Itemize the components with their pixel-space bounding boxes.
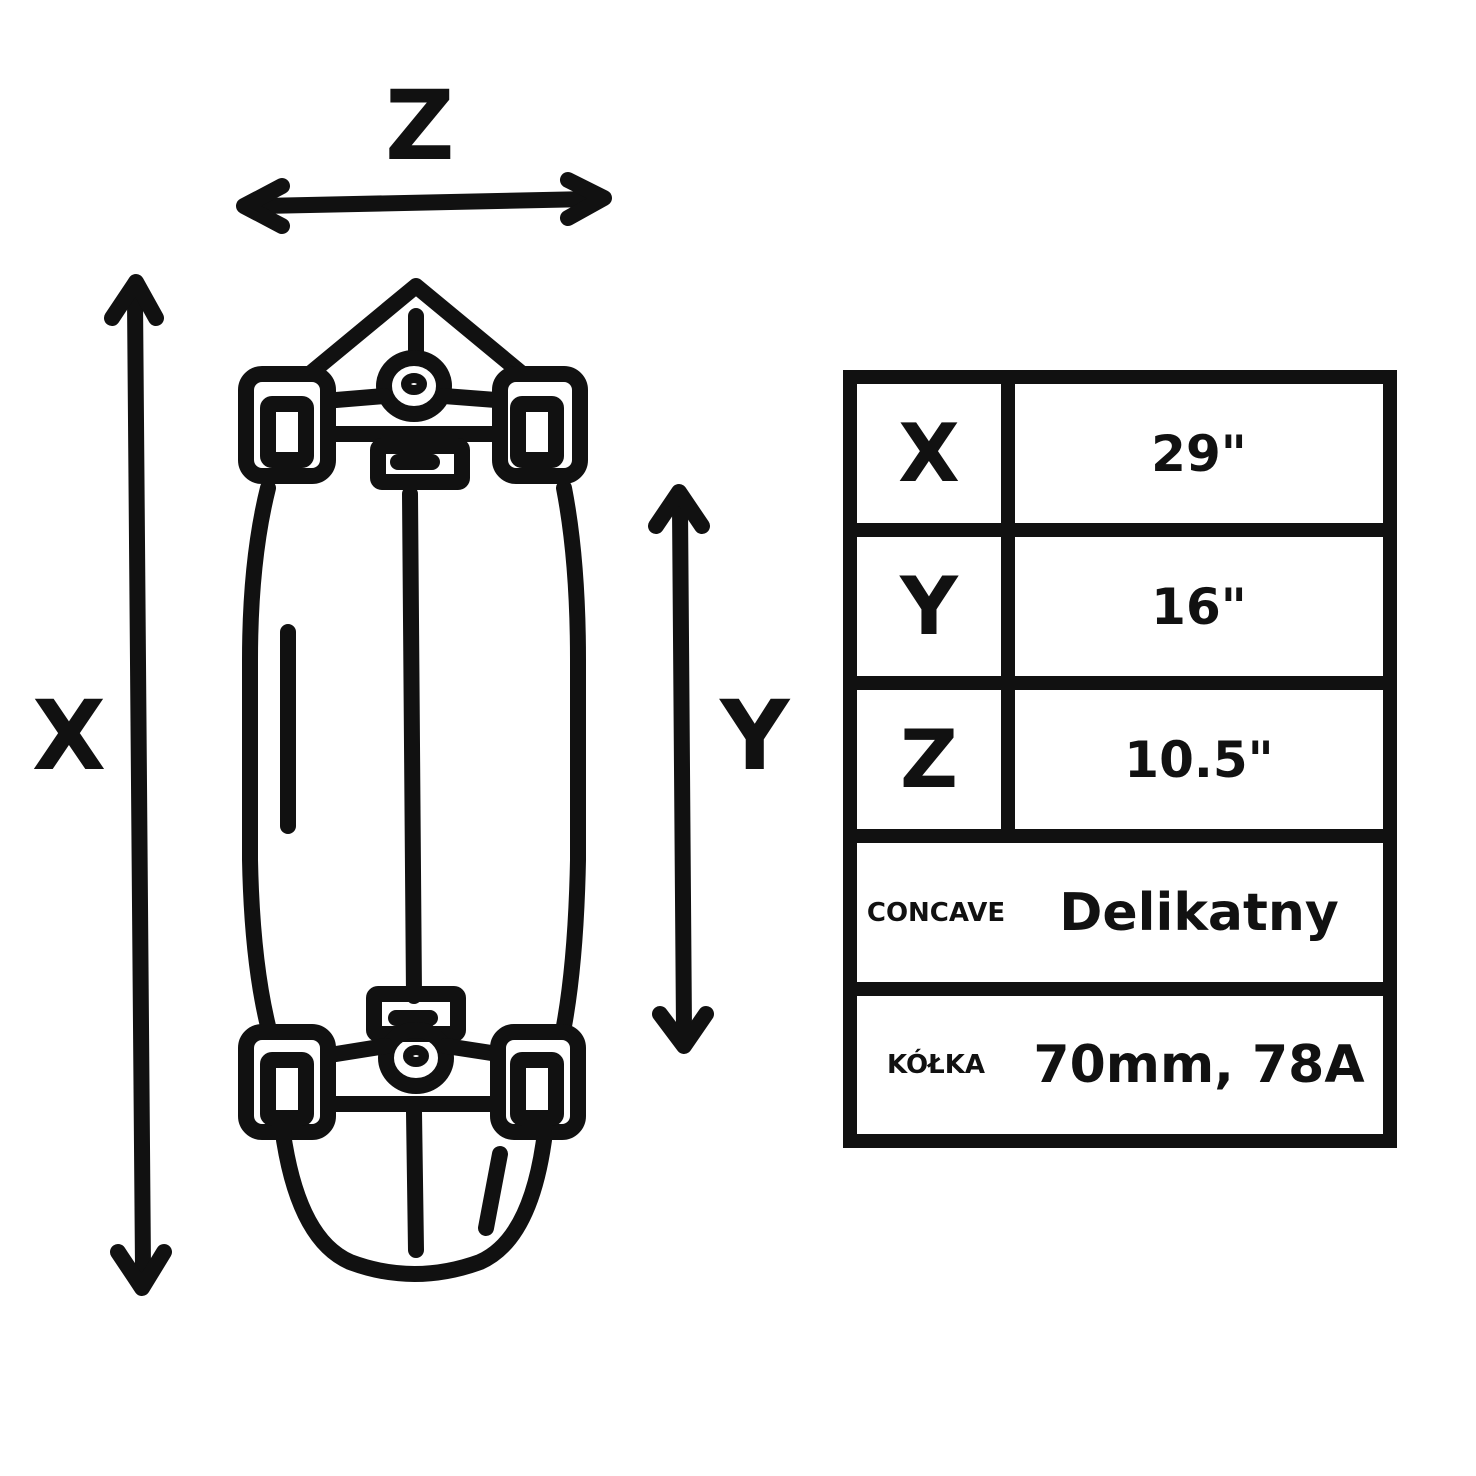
- surfskate-board-icon: [238, 278, 588, 1282]
- spec-row-z: Z 10.5": [857, 690, 1383, 829]
- x-dimension-arrow: [104, 274, 172, 1296]
- spec-row-x: X 29": [857, 384, 1383, 523]
- row-divider: [857, 676, 1383, 690]
- spec-key: Z: [857, 690, 1015, 829]
- spec-key: KÓŁKA: [886, 1050, 986, 1080]
- spec-value: 16": [1151, 577, 1247, 636]
- row-divider: [857, 829, 1383, 843]
- spec-key: Y: [857, 537, 1015, 676]
- spec-row-y: Y 16": [857, 537, 1383, 676]
- spec-value: 29": [1151, 424, 1247, 483]
- spec-row-wheels: KÓŁKA 70mm, 78A: [857, 996, 1383, 1134]
- spec-value: 70mm, 78A: [1033, 1035, 1365, 1095]
- spec-key: CONCAVE: [866, 897, 1006, 928]
- x-dimension-label: X: [32, 680, 107, 792]
- z-dimension-label: Z: [385, 70, 455, 182]
- spec-row-concave: CONCAVE Delikatny: [857, 843, 1383, 982]
- row-divider: [857, 982, 1383, 996]
- row-divider: [857, 523, 1383, 537]
- spec-value: 10.5": [1124, 730, 1274, 789]
- spec-value: Delikatny: [1059, 882, 1339, 943]
- y-dimension-arrow: [648, 484, 714, 1054]
- z-dimension-arrow: [236, 172, 612, 234]
- spec-table: X 29" Y 16" Z 10.5" CONCAVE Delikatny KÓ…: [843, 370, 1397, 1148]
- spec-key: X: [857, 384, 1015, 523]
- y-dimension-label: Y: [720, 680, 790, 792]
